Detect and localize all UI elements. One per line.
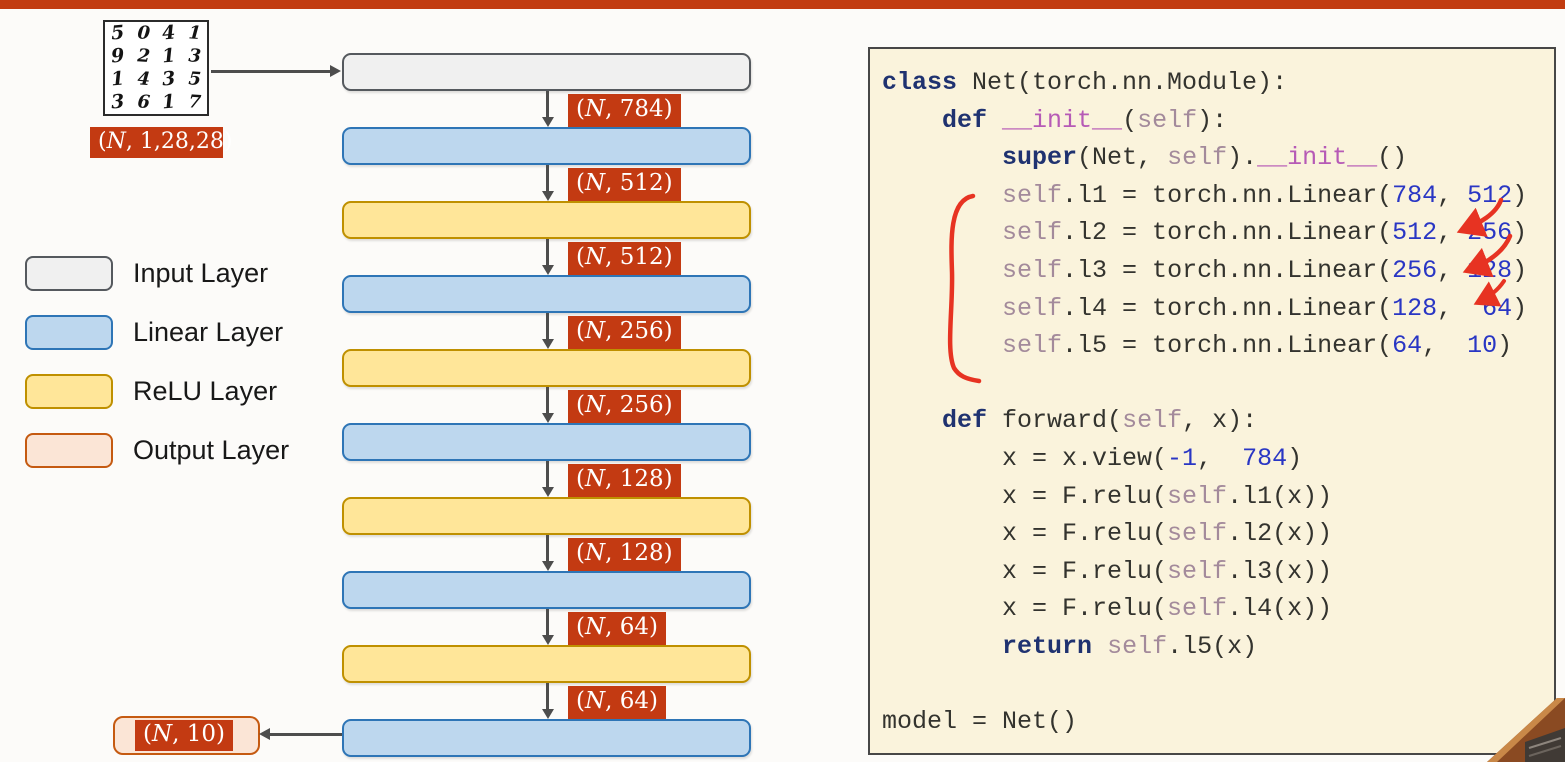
layer-box-linear-5 [342, 423, 751, 461]
digit-glyph: 5 [110, 21, 126, 45]
output-layer-box: (N, 10) [113, 716, 260, 755]
stack-arrow-line [546, 239, 549, 266]
edge-label-4: (N, 256) [568, 390, 681, 423]
digit-glyph: 3 [187, 45, 202, 67]
code-line: x = F.relu(self.l4(x)) [882, 594, 1333, 624]
stack-arrow-head-icon [542, 487, 554, 497]
digit-glyph: 1 [161, 44, 177, 68]
code-line: self.l4 = torch.nn.Linear(128, 64) [1002, 293, 1528, 323]
code-line: self.l5 = torch.nn.Linear(64, 10) [1002, 331, 1513, 361]
layer-box-relu-8 [342, 645, 751, 683]
edge-label-5: (N, 128) [568, 464, 681, 497]
legend-swatch-input [25, 255, 113, 291]
stack-arrow-head-icon [542, 117, 554, 127]
code-line: x = x.view(-1, 784) [882, 443, 1303, 473]
digit-glyph: 2 [136, 45, 151, 67]
code-line: return self.l5(x) [1002, 631, 1258, 661]
legend-item-input: Input Layer [25, 255, 289, 291]
stack-arrow-line [546, 609, 549, 636]
layer-box-relu-2 [342, 201, 751, 239]
stack-arrow-head-icon [542, 635, 554, 645]
code-listing: class Net(torch.nn.Module): def __init__… [870, 49, 1554, 741]
legend-item-relu: ReLU Layer [25, 373, 289, 409]
digit-glyph: 7 [187, 91, 202, 113]
legend-label-relu: ReLU Layer [133, 375, 278, 406]
top-accent-bar [0, 0, 1565, 9]
stack-arrow-head-icon [542, 265, 554, 275]
stack-arrow-head-icon [542, 709, 554, 719]
code-line: def forward(self, x): [942, 406, 1258, 436]
corner-photo-fragment [1487, 698, 1565, 762]
stack-arrow-line [546, 683, 549, 710]
code-line: x = F.relu(self.l3(x)) [882, 556, 1333, 586]
code-line: super(Net, self).__init__() [1002, 143, 1408, 173]
code-line: def __init__(self): [942, 105, 1228, 135]
digit-glyph: 4 [136, 68, 151, 90]
digit-glyph: 9 [110, 44, 126, 68]
digit-glyph: 1 [187, 22, 202, 44]
stack-arrow-line [546, 91, 549, 118]
edge-label-2: (N, 512) [568, 242, 681, 275]
code-line: self.l1 = torch.nn.Linear(784, 512) [1002, 180, 1528, 210]
legend-swatch-linear [25, 314, 113, 350]
input-arrow-head-icon [330, 65, 341, 77]
legend-swatch-output [25, 432, 113, 468]
legend-label-output: Output Layer [133, 434, 290, 465]
edge-label-7: (N, 64) [568, 612, 666, 645]
code-line: self.l3 = torch.nn.Linear(256, 128) [1002, 255, 1528, 285]
layer-box-linear-7 [342, 571, 751, 609]
digit-glyph: 6 [136, 91, 151, 113]
layer-box-relu-4 [342, 349, 751, 387]
layer-box-relu-6 [342, 497, 751, 535]
layer-box-linear-3 [342, 275, 751, 313]
input-shape-label: (N, 1,28,28) [90, 127, 232, 159]
layer-box-linear-1 [342, 127, 751, 165]
layer-box-linear-9 [342, 719, 751, 757]
edge-label-3: (N, 256) [568, 316, 681, 349]
digit-glyph: 3 [110, 90, 126, 114]
stack-arrow-line [546, 461, 549, 488]
code-line: class Net(torch.nn.Module): [882, 68, 1288, 97]
layer-box-input-0 [342, 53, 751, 91]
output-shape-label: (N, 10) [135, 720, 233, 751]
stack-arrow-head-icon [542, 339, 554, 349]
digit-glyph: 4 [161, 21, 177, 45]
edge-label-6: (N, 128) [568, 538, 681, 571]
edge-label-8: (N, 64) [568, 686, 666, 719]
edge-label-0: (N, 784) [568, 94, 681, 127]
code-line: x = F.relu(self.l1(x)) [882, 481, 1333, 511]
digit-glyph: 3 [161, 67, 177, 91]
code-panel: class Net(torch.nn.Module): def __init__… [868, 47, 1556, 755]
digit-glyph: 5 [187, 68, 202, 90]
legend-swatch-relu [25, 373, 113, 409]
stack-arrow-head-icon [542, 413, 554, 423]
stack-arrow-line [546, 313, 549, 340]
legend-item-linear: Linear Layer [25, 314, 289, 350]
legend-item-output: Output Layer [25, 432, 289, 468]
code-line: x = F.relu(self.l2(x)) [882, 519, 1333, 549]
stack-arrow-head-icon [542, 191, 554, 201]
digit-glyph: 1 [161, 90, 177, 114]
stack-arrow-line [546, 535, 549, 562]
stack-arrow-line [546, 165, 549, 192]
stack-arrow-head-icon [542, 561, 554, 571]
output-arrow-line [268, 733, 342, 736]
digit-glyph: 1 [110, 67, 126, 91]
code-line: self.l2 = torch.nn.Linear(512, 256) [1002, 218, 1528, 248]
code-line [882, 666, 1554, 704]
stack-arrow-line [546, 387, 549, 414]
edge-label-1: (N, 512) [568, 168, 681, 201]
output-arrow-head-icon [259, 728, 270, 740]
code-line: model = Net() [882, 707, 1078, 737]
input-arrow-line [211, 70, 331, 73]
legend-label-linear: Linear Layer [133, 316, 284, 347]
legend-label-input: Input Layer [133, 257, 269, 288]
digit-glyph: 0 [136, 22, 151, 44]
code-line [882, 365, 1554, 403]
